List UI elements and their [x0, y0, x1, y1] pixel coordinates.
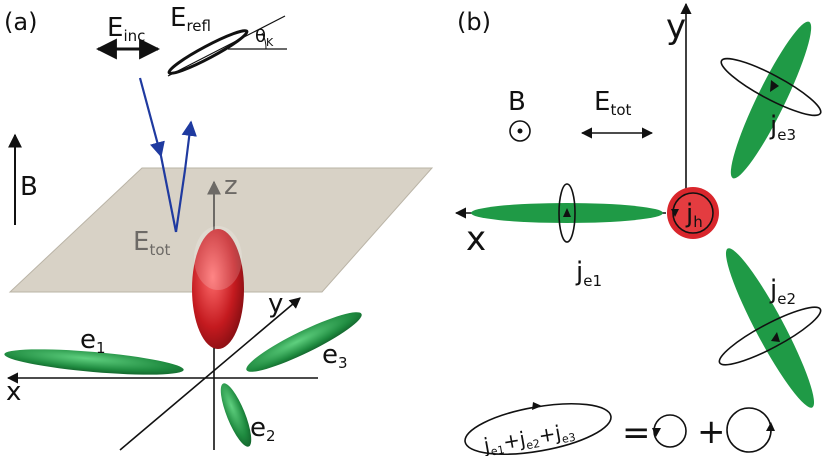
y-axis-label-b: y — [666, 7, 686, 47]
large-circle-arrowhead — [766, 422, 775, 431]
incident-beam-line — [159, 155, 178, 233]
theta-arc — [261, 32, 267, 50]
jh-label: jh — [685, 199, 703, 231]
je3-label: je3 — [769, 111, 796, 144]
e1-label: e1 — [80, 325, 106, 357]
y-axis-a — [119, 297, 301, 451]
electron-pocket-e3 — [246, 312, 362, 372]
je2-arrowhead — [771, 332, 780, 342]
z-axis-label: z — [224, 171, 238, 201]
je1-arrowhead — [563, 208, 571, 217]
hole-pocket — [192, 229, 244, 349]
green-pocket-je2 — [725, 248, 815, 408]
current-ellipse-je2 — [718, 306, 822, 366]
e-tot-label-b: Etot — [594, 87, 631, 119]
x-axis-label-b: x — [466, 219, 486, 259]
je1-label: je1 — [575, 257, 602, 290]
b-field-label-a: B — [20, 172, 38, 202]
sum-expression: je1+je2+je3 — [481, 418, 577, 456]
e-refl-ellipse — [167, 29, 249, 75]
incident-beam-arrow — [138, 77, 165, 158]
jh-arrowhead — [671, 209, 679, 217]
current-ellipse-je3 — [720, 57, 822, 117]
small-circle-arrowhead — [652, 428, 661, 437]
counterclockwise-circle-large — [726, 407, 772, 453]
electron-pocket-e1 — [4, 349, 184, 375]
e-refl-axis-line — [167, 15, 286, 77]
e-inc-label: Einc — [107, 13, 145, 45]
x-axis-label-a: x — [6, 377, 21, 407]
current-ellipse-je1 — [558, 183, 576, 243]
b-field-label-b: B — [508, 87, 526, 117]
b-out-of-page-dot — [517, 128, 523, 134]
equals-sign: = — [622, 413, 651, 453]
hole-pocket-highlight — [194, 226, 242, 290]
e-refl-label: Erefl — [170, 3, 211, 35]
theta-k-label: θK — [255, 26, 274, 49]
je2-label: je2 — [769, 275, 796, 308]
electron-pocket-e2 — [220, 383, 252, 447]
e-tot-label-a: Etot — [133, 227, 170, 259]
plus-sign: + — [697, 412, 726, 452]
b-out-of-page-icon — [509, 120, 531, 142]
e2-label: e2 — [250, 413, 276, 445]
y-axis-label-a: y — [268, 289, 283, 319]
panel-a-label: (a) — [4, 8, 37, 36]
reflected-beam-arrow — [181, 120, 197, 171]
sum-ellipse-arrowhead — [532, 402, 542, 410]
e3-label: e3 — [322, 340, 348, 372]
je3-arrowhead — [770, 80, 779, 92]
reflected-beam-line — [174, 169, 187, 233]
panel-b-label: (b) — [457, 8, 491, 36]
